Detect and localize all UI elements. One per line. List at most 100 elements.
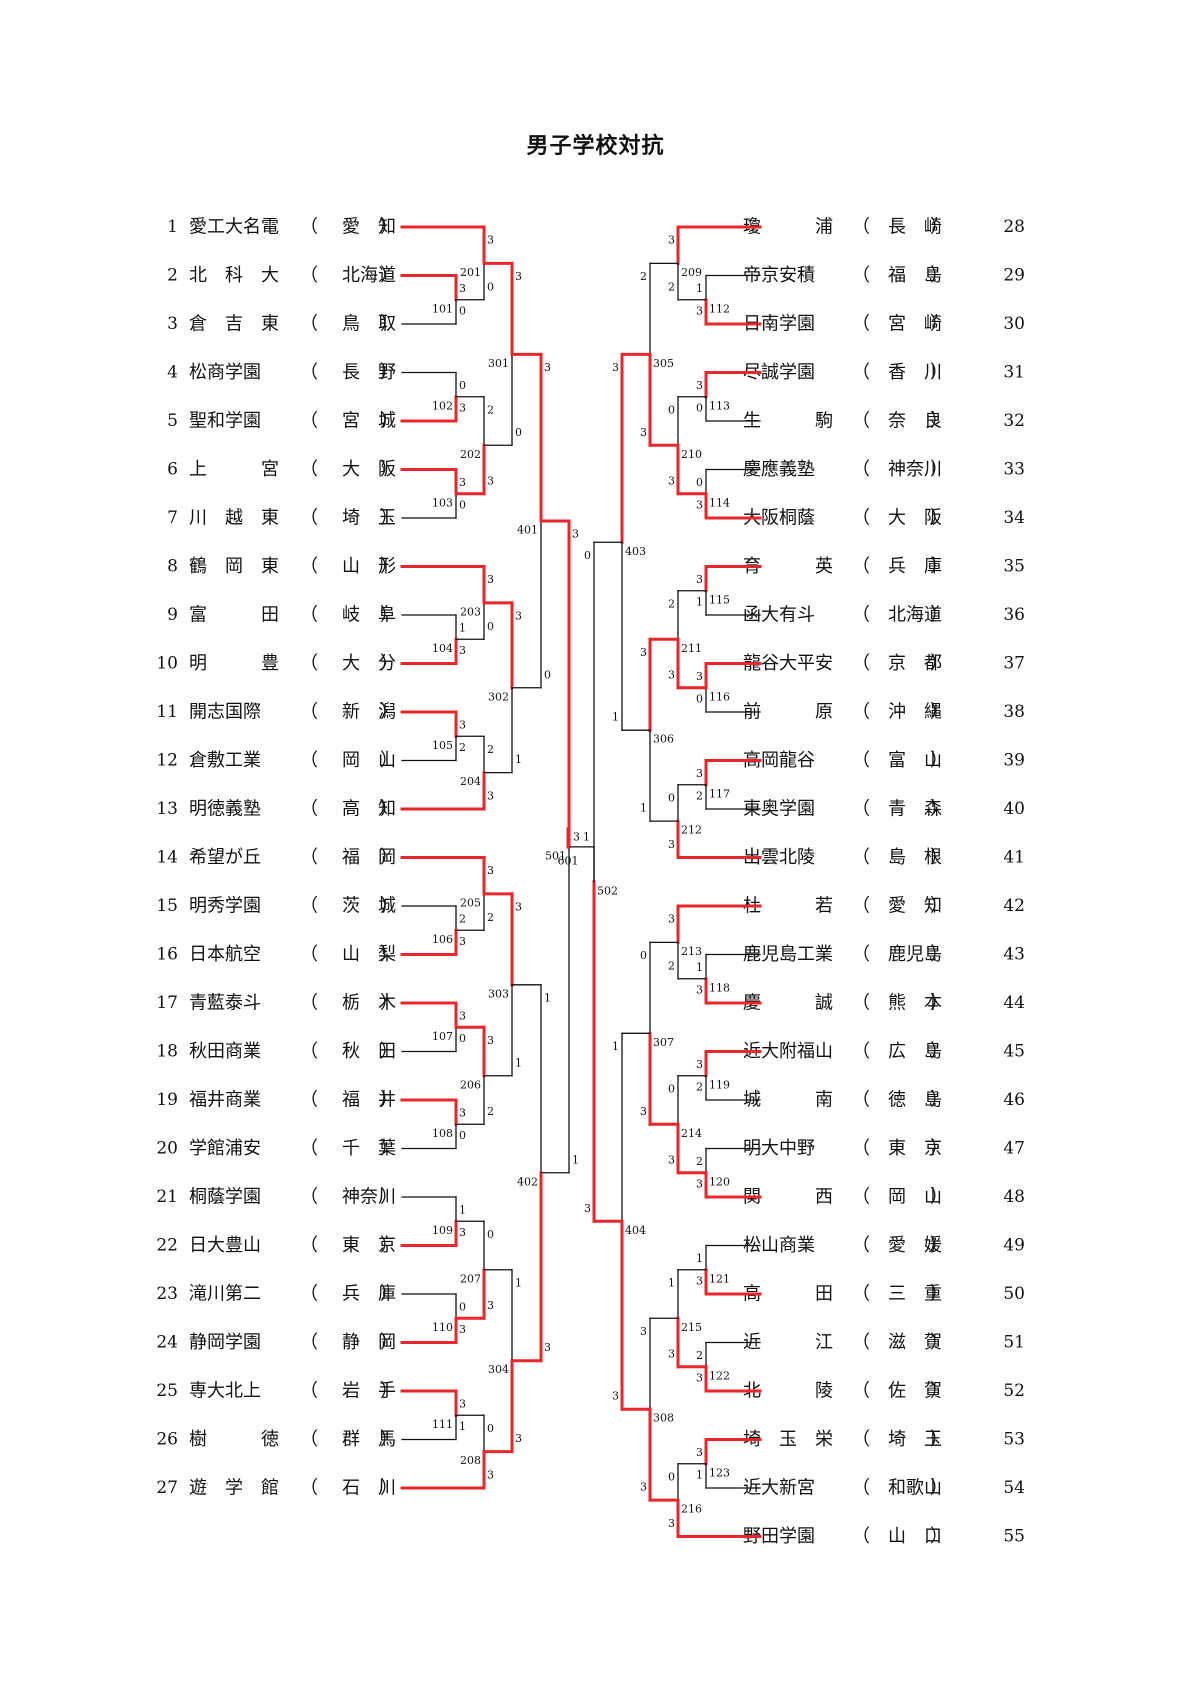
score: 1: [515, 1276, 522, 1289]
bracket-open: （: [852, 459, 870, 480]
bracket-open: （: [300, 896, 318, 917]
bracket-open: （: [300, 993, 318, 1014]
score: 3: [459, 1323, 466, 1336]
bracket-close: ）: [380, 653, 398, 674]
match-number: 206: [460, 1078, 481, 1091]
team-name: 慶 誠: [743, 993, 833, 1014]
score: 3: [696, 1275, 703, 1288]
bracket-close: ）: [930, 1332, 948, 1353]
team-number: 7: [167, 508, 178, 528]
score: 3: [459, 1107, 466, 1120]
bracket-close: ）: [930, 847, 948, 868]
match-number: 120: [709, 1175, 730, 1188]
score: 0: [668, 1082, 675, 1095]
match-number: 112: [709, 302, 730, 315]
score: 3: [487, 1299, 494, 1312]
team-prefecture: 佐 賀: [888, 1381, 942, 1402]
score: 1: [583, 830, 590, 843]
team-prefecture: 愛 知: [888, 896, 942, 917]
score: 2: [696, 1155, 703, 1168]
match-number: 205: [460, 896, 481, 909]
team-number: 32: [1003, 411, 1025, 431]
team-prefecture: 高 知: [342, 799, 396, 820]
bracket-close: ）: [380, 847, 398, 868]
bracket-open: （: [852, 847, 870, 868]
score: 0: [696, 693, 703, 706]
team-prefecture: 茨 城: [342, 896, 396, 917]
team-name: 埼 玉 栄: [743, 1429, 833, 1450]
team-prefecture: 宮 城: [342, 411, 396, 432]
score: 3: [696, 767, 703, 780]
bracket-close: ）: [380, 411, 398, 432]
match-number: 113: [709, 399, 730, 412]
match-number: 401: [517, 524, 538, 537]
team-prefecture: 愛 媛: [888, 1235, 942, 1256]
team-prefecture: 北海道: [342, 265, 396, 286]
team-name: 大阪桐蔭: [743, 508, 815, 529]
team-prefecture: 香 川: [888, 362, 942, 383]
team-prefecture: 愛 知: [342, 217, 396, 238]
team-prefecture: 大 阪: [888, 508, 942, 529]
score: 3: [515, 900, 522, 913]
score: 1: [696, 596, 703, 609]
bracket-close: ）: [930, 605, 948, 626]
team-prefecture: 山 梨: [342, 944, 396, 965]
bracket-close: ）: [380, 1478, 398, 1499]
bracket-open: （: [852, 1138, 870, 1159]
bracket-close: ）: [380, 1429, 398, 1450]
match-number: 306: [653, 733, 674, 746]
score: 2: [459, 913, 466, 926]
bracket-open: （: [852, 362, 870, 383]
team-prefecture: 福 井: [342, 1090, 396, 1111]
bracket-close: ）: [930, 1381, 948, 1402]
bracket-close: ）: [930, 1284, 948, 1305]
bracket-open: （: [852, 411, 870, 432]
bracket-close: ）: [380, 362, 398, 383]
team-prefecture: 大 分: [342, 653, 396, 674]
team-number: 53: [1003, 1430, 1025, 1450]
score: 3: [487, 234, 494, 247]
match-number: 502: [597, 884, 618, 897]
bracket-open: （: [852, 799, 870, 820]
team-prefecture: 兵 庫: [888, 556, 942, 577]
score: 0: [459, 305, 466, 318]
team-name: 樹 徳: [189, 1429, 279, 1450]
bracket-open: （: [300, 314, 318, 335]
bracket-open: （: [852, 1381, 870, 1402]
bracket-close: ）: [380, 265, 398, 286]
bracket-close: ）: [380, 1090, 398, 1111]
team-name: 前 原: [743, 702, 833, 723]
score: 0: [487, 1228, 494, 1241]
bracket-open: （: [300, 1284, 318, 1305]
score: 2: [668, 597, 675, 610]
bracket-close: ）: [380, 556, 398, 577]
match-number: 104: [432, 642, 453, 655]
team-name: 聖和学園: [189, 411, 261, 432]
match-number: 121: [709, 1272, 730, 1285]
bracket-open: （: [300, 605, 318, 626]
bracket-open: （: [852, 1187, 870, 1208]
bracket-open: （: [300, 459, 318, 480]
bracket-open: （: [300, 750, 318, 771]
team-name: 慶應義塾: [743, 458, 815, 480]
team-name: 川 越 東: [189, 508, 279, 529]
team-name: 近大新宮: [743, 1478, 815, 1499]
bracket-open: （: [852, 702, 870, 723]
bracket-open: （: [300, 944, 318, 965]
bracket-open: （: [852, 993, 870, 1014]
score: 3: [459, 935, 466, 948]
team-number: 8: [167, 557, 178, 577]
team-prefecture: 鹿児島: [888, 944, 942, 965]
score: 3: [696, 670, 703, 683]
team-name: 遊 学 館: [189, 1478, 279, 1499]
bracket-open: （: [852, 1429, 870, 1450]
score: 0: [487, 620, 494, 633]
team-name: 明徳義塾: [189, 798, 261, 820]
score: 3: [572, 528, 579, 541]
team-number: 54: [1003, 1478, 1025, 1498]
bracket-open: （: [852, 1332, 870, 1353]
bracket-close: ）: [930, 1235, 948, 1256]
bracket-close: ）: [380, 750, 398, 771]
match-number: 122: [709, 1369, 730, 1382]
team-prefecture: 沖 縄: [888, 702, 942, 723]
